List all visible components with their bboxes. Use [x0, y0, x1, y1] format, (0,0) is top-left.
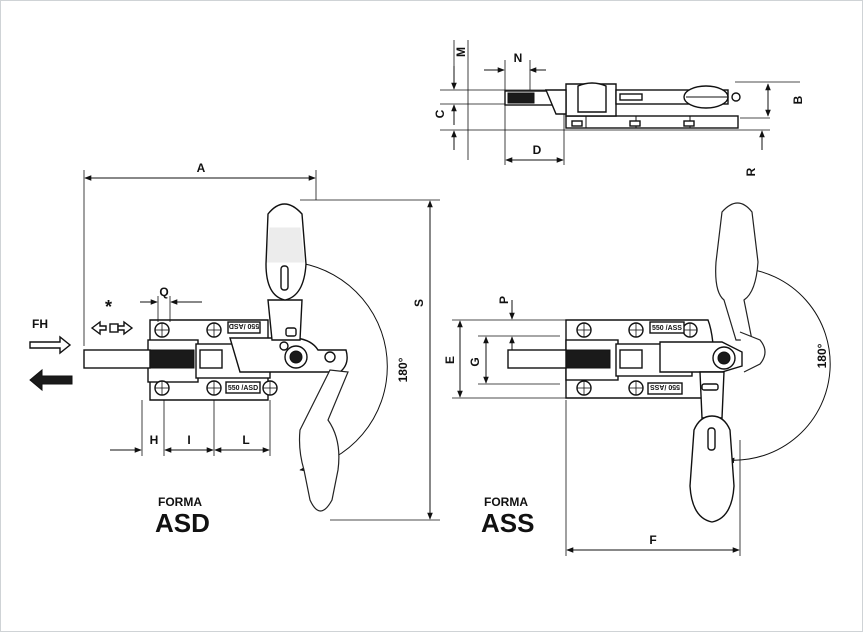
star-mark: * [105, 297, 112, 317]
angle-label-left: 180° [396, 357, 410, 382]
form-label-asd-big: ASD [155, 508, 210, 538]
dim-label-r: R [744, 167, 758, 176]
dim-label-c: C [433, 109, 447, 118]
dim-label-l: L [242, 433, 249, 447]
form-label-ass-small: FORMA [484, 495, 528, 509]
dim-label-f: F [649, 533, 656, 547]
dim-label-e: E [443, 356, 457, 364]
dim-label-m: M [454, 47, 468, 57]
force-label: FH [32, 317, 48, 331]
part-mark-ass-bottom: 550 /ASS [650, 383, 680, 390]
dim-label-a: A [197, 161, 206, 175]
dim-label-q: Q [159, 285, 168, 299]
part-mark-asd-bottom: 550 /ASD [228, 385, 258, 392]
dim-label-n: N [514, 51, 523, 65]
part-mark-ass-top: 550 /ASS [652, 325, 682, 332]
dim-label-i: I [187, 433, 190, 447]
dim-label-s: S [412, 299, 426, 307]
top-side-view: M N C D B R [433, 40, 805, 176]
dim-label-g: G [468, 357, 482, 366]
dim-label-h: H [150, 433, 159, 447]
dim-label-p: P [497, 296, 511, 304]
view-ass: E G P F 180° [443, 202, 831, 556]
form-label-asd-small: FORMA [158, 495, 202, 509]
dim-label-d: D [533, 143, 542, 157]
part-mark-asd-top: 550 /ASD [229, 322, 259, 329]
form-label-ass-big: ASS [481, 508, 534, 538]
angle-label-right: 180° [815, 343, 829, 368]
dim-label-b: B [791, 95, 805, 104]
view-asd: A S 180° 550 /ASD [29, 161, 440, 538]
